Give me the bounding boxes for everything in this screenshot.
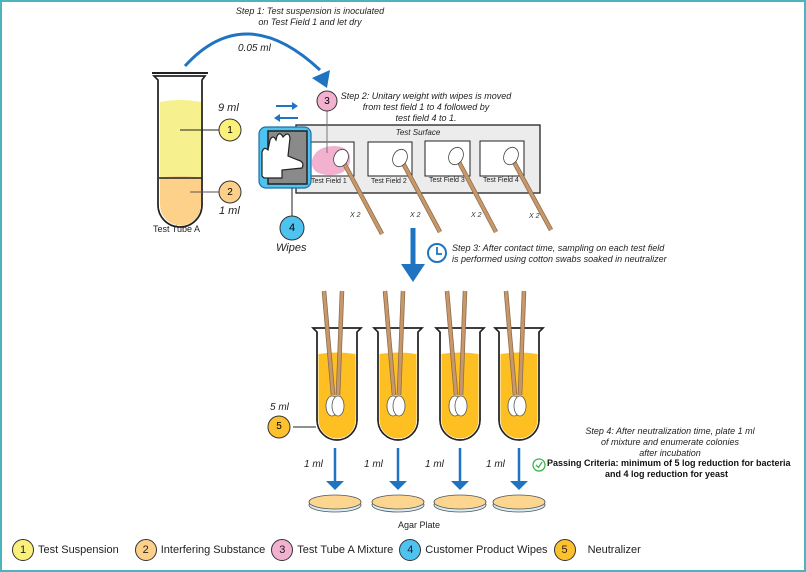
legend-item-2: 2 Interfering Substance <box>134 539 266 561</box>
legend-badge-2: 2 <box>134 539 157 561</box>
tube-bottom-volume: 1 ml <box>219 205 240 217</box>
step4-line3: after incubation <box>639 448 701 458</box>
test-suspension-layer <box>160 100 201 178</box>
swab-head <box>392 395 406 417</box>
step1-line2: on Test Field 1 and let dry <box>258 17 362 27</box>
badge-2-text: 2 <box>227 187 233 198</box>
criteria-line1: Passing Criteria: minimum of 5 log reduc… <box>547 458 791 468</box>
neutralizer-liquid <box>441 352 479 439</box>
step1-line1: Step 1: Test suspension is inoculated <box>235 6 385 16</box>
step3-line2: is performed using cotton swabs soaked i… <box>452 254 667 264</box>
repeat-3: X 2 <box>471 212 482 219</box>
neutralizer-liquid <box>379 352 417 439</box>
test-tube-a <box>152 72 219 228</box>
step3-text: Step 3: After contact time, sampling on … <box>452 243 692 265</box>
legend-label-2: Interfering Substance <box>160 544 266 556</box>
step2-line1: Step 2: Unitary weight with wipes is mov… <box>340 91 512 101</box>
plating-arrow-4 <box>510 448 528 490</box>
criteria-line2: and 4 log reduction for yeast <box>605 469 729 479</box>
badge-5-text: 5 <box>276 421 282 432</box>
repeat-1: X 2 <box>350 212 361 219</box>
legend-badge-4: 4 <box>399 539 422 561</box>
legend-item-4: 4 Customer Product Wipes <box>399 539 548 561</box>
neutralizer-tubes <box>311 290 545 441</box>
step2-text: Step 2: Unitary weight with wipes is mov… <box>336 91 516 124</box>
test-field-2-label: Test Field 2 <box>371 178 407 185</box>
badge-3 <box>316 90 338 112</box>
step2-line2: from test field 1 to 4 followed by <box>362 102 490 112</box>
plate-volume-3: 1 ml <box>425 459 444 470</box>
step4-text: Step 4: After neutralization time, plate… <box>560 426 780 459</box>
neutralizer-liquid <box>318 352 356 439</box>
surface-swabs <box>333 146 553 236</box>
legend-item-5: 5 Neutralizer <box>553 539 641 561</box>
step3-line1: Step 3: After contact time, sampling on … <box>452 243 665 253</box>
passing-criteria: Passing Criteria: minimum of 5 log reduc… <box>547 458 806 480</box>
legend: 1 Test Suspension 2 Interfering Substanc… <box>12 538 647 562</box>
legend-label-5: Neutralizer <box>587 544 641 556</box>
test-surface-title: Test Surface <box>395 128 441 137</box>
step4-line2: of mixture and enumerate colonies <box>600 437 740 447</box>
neutralizer-tube-4 <box>493 290 545 441</box>
wipes-label: Wipes <box>276 242 307 254</box>
legend-badge-1: 1 <box>12 539 34 561</box>
badge-3-text: 3 <box>324 96 330 107</box>
plate-volume-1: 1 ml <box>304 459 323 470</box>
transfer-volume: 0.05 ml <box>238 43 271 54</box>
badge-1-text: 1 <box>227 125 233 136</box>
swab-head <box>513 395 527 417</box>
test-tube-label: Test Tube A <box>153 224 201 234</box>
agar-plate-1 <box>308 494 362 513</box>
plating-arrows <box>326 448 528 490</box>
wipes-weight <box>258 126 312 216</box>
badge-1 <box>218 118 242 142</box>
tube-top-volume: 9 ml <box>218 102 239 114</box>
plate-volume-2: 1 ml <box>364 459 383 470</box>
legend-item-3: 3 Test Tube A Mixture <box>271 539 393 561</box>
badge-4 <box>279 215 305 241</box>
test-field-4-label: Test Field 4 <box>483 177 519 184</box>
neutralizer-liquid <box>500 352 538 439</box>
agar-plates <box>308 494 546 513</box>
step1-text: Step 1: Test suspension is inoculated on… <box>200 6 420 28</box>
legend-badge-3: 3 <box>271 539 294 561</box>
check-icon <box>532 458 546 472</box>
agar-plate-label: Agar Plate <box>398 520 441 530</box>
legend-badge-5: 5 <box>553 539 576 561</box>
agar-plate-4 <box>492 494 546 513</box>
step2-line3: test field 4 to 1. <box>395 113 457 123</box>
plating-arrow-1 <box>326 448 344 490</box>
step3-arrowhead <box>401 264 425 282</box>
step1-arrowhead <box>312 70 330 88</box>
badge-5 <box>267 415 291 439</box>
swab-head <box>331 395 345 417</box>
repeat-2: X 2 <box>410 212 421 219</box>
hand-icon <box>261 133 304 179</box>
neutralizer-tube-3 <box>434 290 486 441</box>
badge-4-text: 4 <box>288 222 296 234</box>
test-field-1-label: Test Field 1 <box>311 178 347 185</box>
plating-arrow-3 <box>451 448 469 490</box>
legend-label-4: Customer Product Wipes <box>425 544 548 556</box>
neutralizer-tube-2 <box>372 290 424 441</box>
clock-icon <box>427 243 447 263</box>
legend-label-3: Test Tube A Mixture <box>297 544 394 556</box>
badge-2 <box>218 180 242 204</box>
legend-label-1: Test Suspension <box>38 544 119 556</box>
step4-line1: Step 4: After neutralization time, plate… <box>585 426 755 436</box>
swab-head <box>454 395 468 417</box>
plating-arrow-2 <box>389 448 407 490</box>
neutralizer-tube-1 <box>311 290 363 441</box>
plate-volume-4: 1 ml <box>486 459 505 470</box>
repeat-4: X 2 <box>529 213 540 220</box>
legend-item-1: 1 Test Suspension <box>12 539 119 561</box>
step1-arrow <box>183 32 322 72</box>
test-field-3-label: Test Field 3 <box>429 177 465 184</box>
agar-plate-2 <box>371 494 425 513</box>
interfering-substance-layer <box>160 176 201 226</box>
neutralizer-volume: 5 ml <box>270 402 289 413</box>
agar-plate-3 <box>433 494 487 513</box>
